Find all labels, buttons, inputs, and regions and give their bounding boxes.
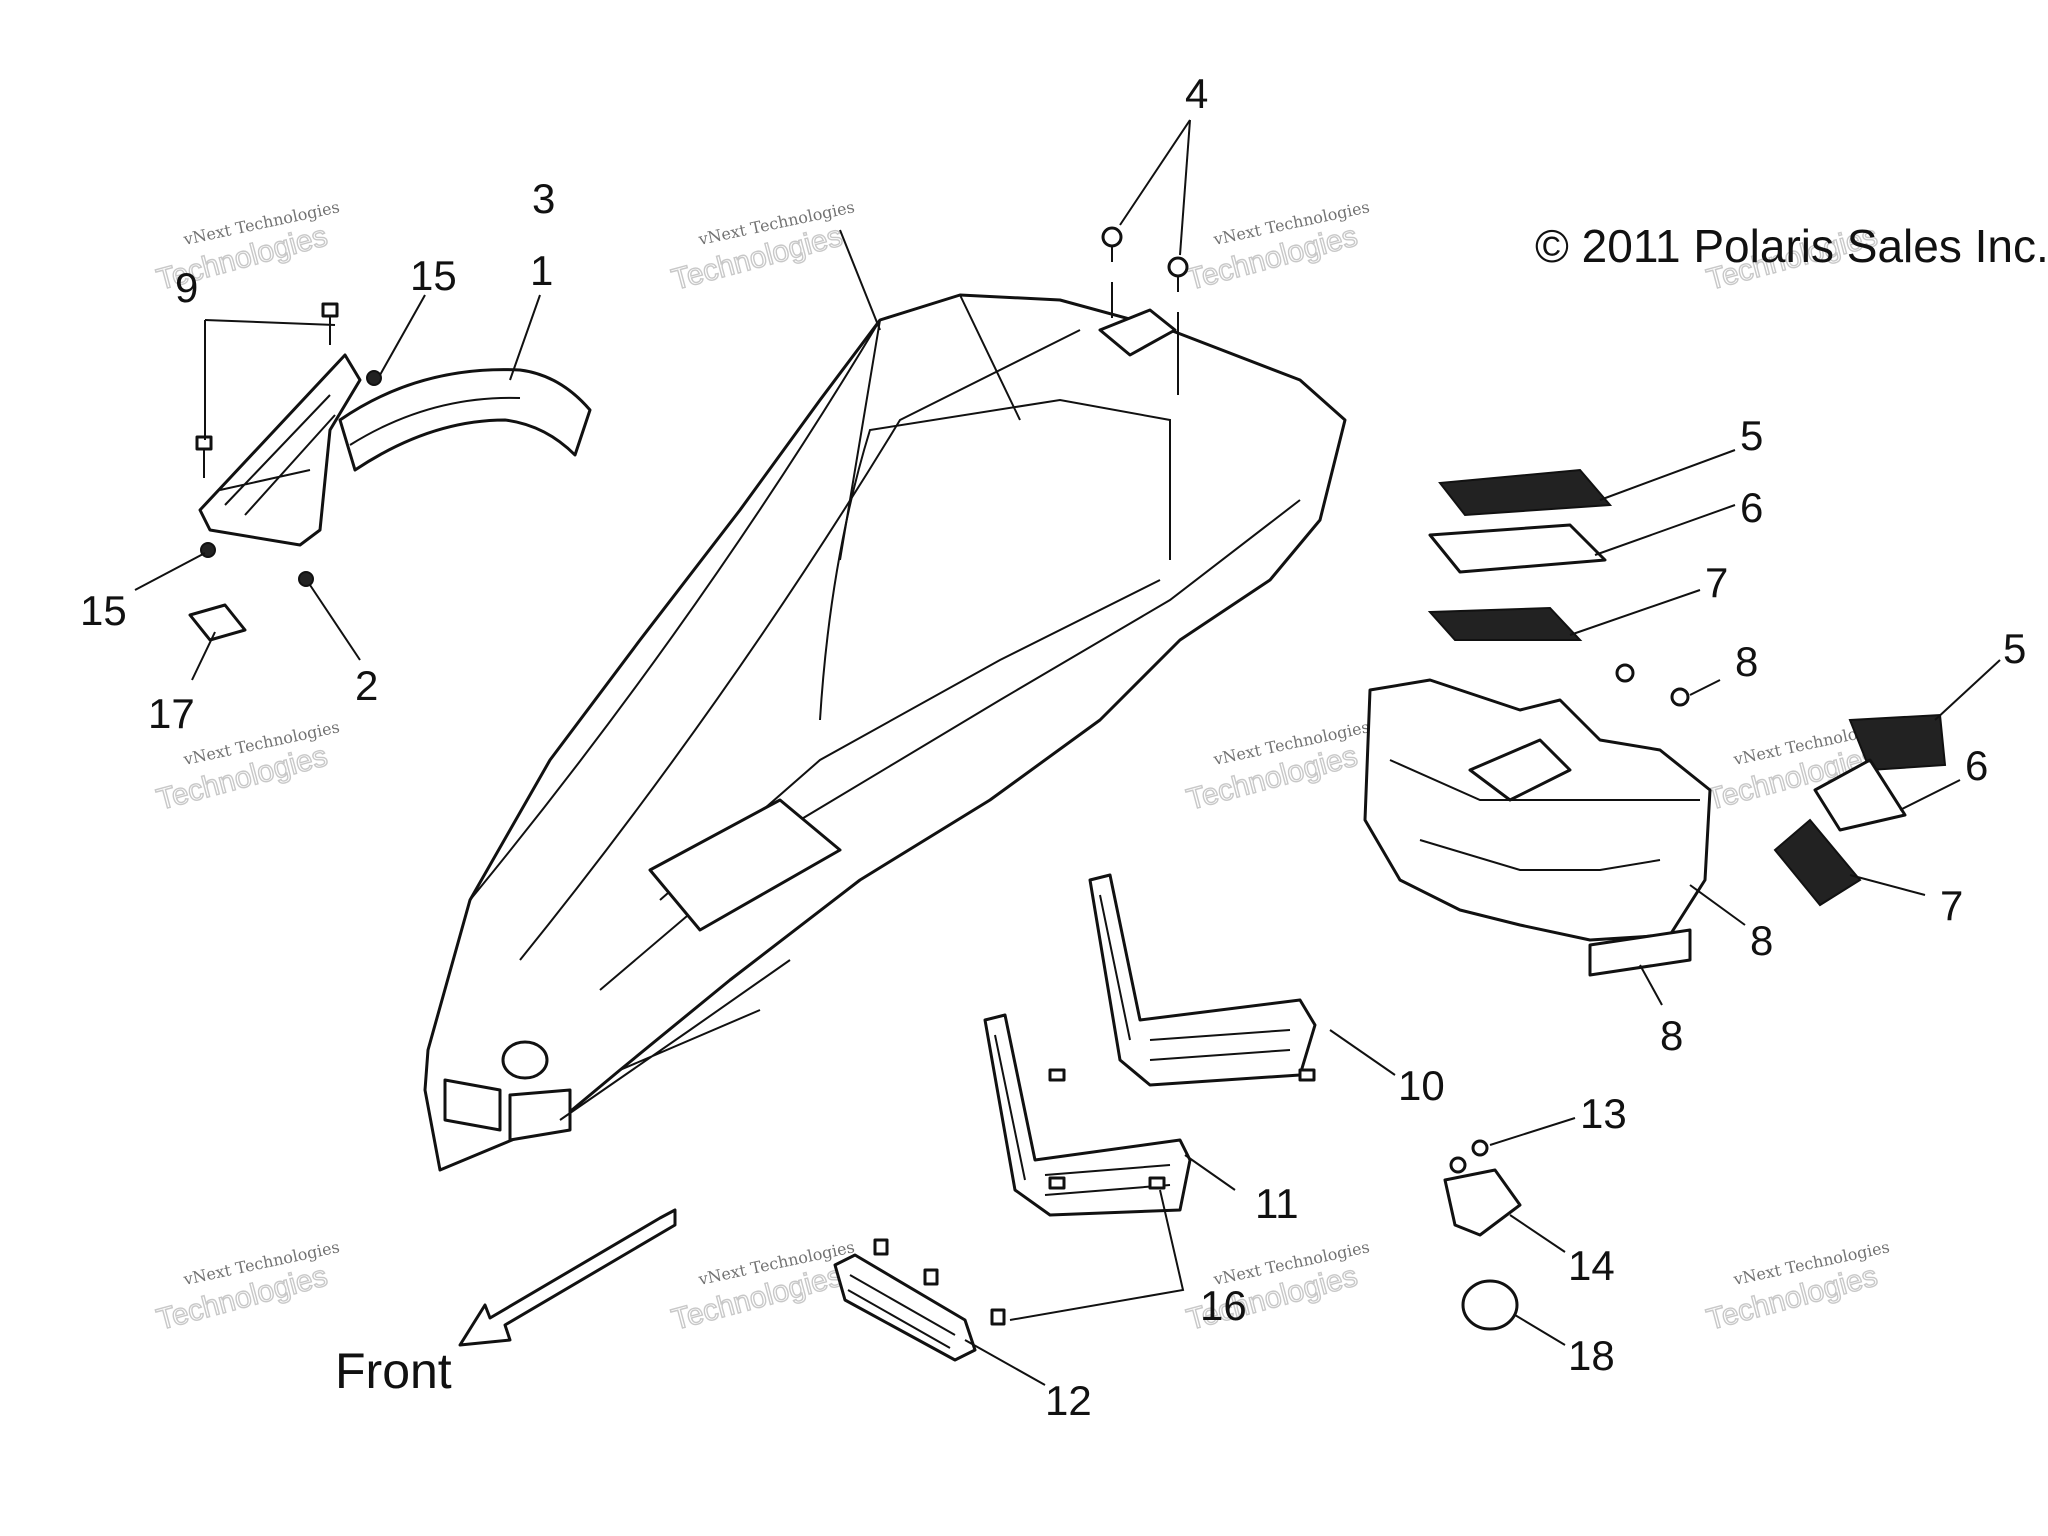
watermark-10: Technologies vNext Technologies (668, 1237, 857, 1337)
callout-13: 13 (1580, 1090, 1627, 1137)
part-8-airbox (1363, 678, 1712, 942)
callout-6-upper: 6 (1740, 484, 1763, 531)
watermark-7: Technologies vNext Technologies (1183, 717, 1372, 817)
part-8-screw (1615, 663, 1635, 683)
part-9-bolt-lower (195, 435, 213, 478)
part-11-side-vent (983, 1013, 1192, 1217)
callout-6-right: 6 (1965, 742, 1988, 789)
watermark-12: Technologies vNext Technologies (1703, 1237, 1892, 1337)
part-16-clip-e (873, 1238, 889, 1256)
part-6-plate-right (1813, 758, 1907, 832)
part-18-ring (1461, 1279, 1519, 1331)
part-16-clip-g (990, 1308, 1006, 1326)
part-8-nut (1670, 687, 1690, 707)
part-7-screen-right (1773, 818, 1862, 907)
part-5-grille-right (1848, 713, 1947, 772)
callout-5-upper: 5 (1740, 412, 1763, 459)
part-3-hood-body (423, 293, 1347, 1172)
watermark-9: Technologies vNext Technologies (153, 1237, 342, 1337)
callout-15-upper: 15 (410, 252, 457, 299)
callout-16: 16 (1200, 1282, 1247, 1329)
part-1-intake-duct (198, 353, 592, 547)
part-9-bolt-upper (321, 302, 339, 345)
part-2-grommet (298, 571, 314, 587)
part-7-screen-upper (1427, 606, 1583, 641)
callout-17: 17 (148, 690, 195, 737)
callout-8-lower: 8 (1660, 1012, 1683, 1059)
part-14-bracket (1443, 1168, 1522, 1237)
watermark-2: Technologies vNext Technologies (668, 197, 857, 297)
callout-18: 18 (1568, 1332, 1615, 1379)
front-arrow-icon (458, 1208, 677, 1347)
part-13-nut-b (1471, 1139, 1489, 1157)
callout-4: 4 (1185, 70, 1208, 117)
callout-5-right: 5 (2003, 625, 2026, 672)
part-5-grille-upper (1438, 468, 1613, 517)
part-4-screw-left (1101, 226, 1123, 318)
part-13-nut-a (1449, 1156, 1467, 1174)
callout-12: 12 (1045, 1377, 1092, 1424)
part-17-pad (188, 603, 247, 642)
part-16-clip-b (1298, 1068, 1316, 1082)
callout-9: 9 (175, 264, 198, 311)
part-16-clip-f (923, 1268, 939, 1286)
copyright-text: © 2011 Polaris Sales Inc. (1535, 220, 2048, 272)
callout-8-upper: 8 (1735, 638, 1758, 685)
part-6-plate-upper (1428, 523, 1607, 574)
callout-7-upper: 7 (1705, 559, 1728, 606)
part-16-clip-c (1048, 1176, 1066, 1190)
callout-15-lower: 15 (80, 587, 127, 634)
callout-10: 10 (1398, 1062, 1445, 1109)
watermark-3: Technologies vNext Technologies (1183, 197, 1372, 297)
callout-7-right: 7 (1940, 882, 1963, 929)
part-15-nut-upper (366, 370, 382, 386)
front-label: Front (335, 1343, 452, 1399)
part-16-clip-a (1048, 1068, 1066, 1082)
part-4-screw-right (1167, 256, 1189, 395)
callout-2: 2 (355, 662, 378, 709)
part-10-side-vent (1088, 873, 1317, 1087)
callout-3: 3 (532, 175, 555, 222)
callout-11: 11 (1255, 1180, 1299, 1227)
part-12-front-vent (833, 1253, 977, 1362)
part-16-clip-d (1148, 1176, 1166, 1190)
leader-lines (134, 119, 2001, 1386)
callout-8-middle: 8 (1750, 917, 1773, 964)
callout-14: 14 (1568, 1242, 1615, 1289)
part-8-seal-strip (1588, 928, 1692, 977)
callout-1: 1 (530, 247, 553, 294)
